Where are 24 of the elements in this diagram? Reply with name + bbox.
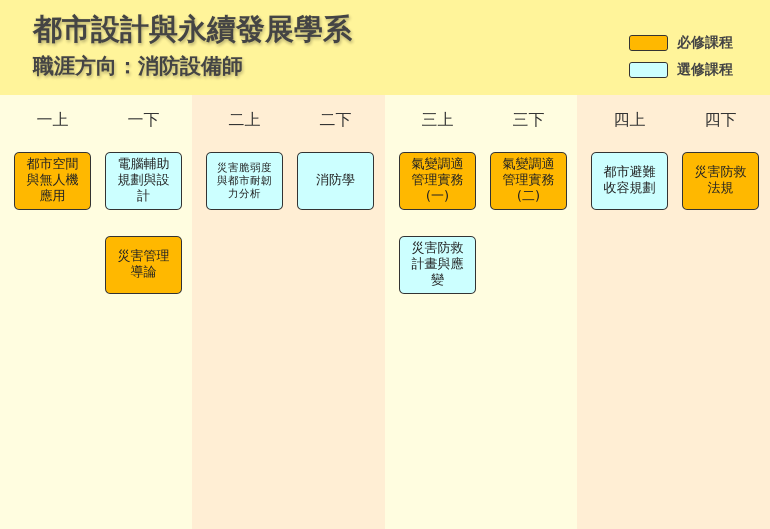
course-box: 氣變調適管理實務(二) [490,152,567,210]
semester-heading: 四上 [612,110,646,131]
year-band [577,95,770,529]
course-box: 消防學 [297,152,374,210]
semester-heading: 三下 [512,110,546,131]
course-box: 災害防救計畫與應變 [399,236,476,294]
course-box: 災害脆弱度與都市耐韌力分析 [206,152,283,210]
semester-heading: 一下 [126,110,160,131]
semester-heading: 四下 [704,110,738,131]
semester-heading: 一上 [36,110,70,131]
legend-label: 選修課程 [677,61,733,79]
page-title: 都市設計與永續發展學系 [33,11,352,48]
course-box: 電腦輔助規劃與設計 [105,152,182,210]
course-box: 災害防救法規 [682,152,759,210]
subtitle: 職涯方向：消防設備師 [33,53,243,80]
semester-heading: 二上 [228,110,262,131]
semester-heading: 三上 [420,110,454,131]
year-band [192,95,385,529]
course-box: 都市空間與無人機應用 [14,152,91,210]
course-box: 災害管理導論 [105,236,182,294]
legend-label: 必修課程 [677,34,733,52]
course-box: 都市避難收容規劃 [591,152,668,210]
course-box: 氣變調適管理實務(一) [399,152,476,210]
semester-heading: 二下 [318,110,352,131]
